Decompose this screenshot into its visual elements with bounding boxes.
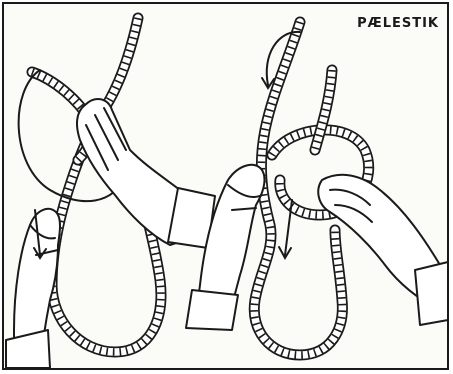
right-left-cuff bbox=[186, 290, 238, 330]
right-right-sleeve bbox=[415, 262, 448, 325]
left-cuff bbox=[6, 330, 50, 368]
page-title: PÆLESTIK bbox=[357, 16, 439, 31]
